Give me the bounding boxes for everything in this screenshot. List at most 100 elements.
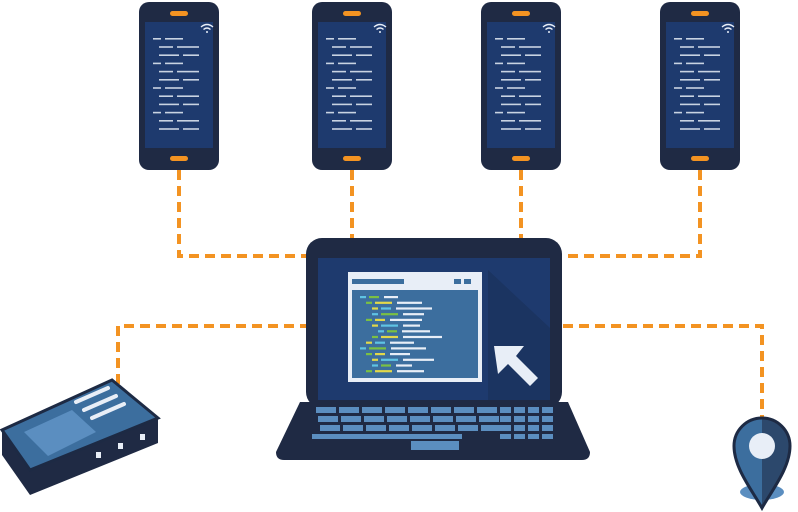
- keyboard-key: [339, 407, 359, 413]
- code-token: [381, 324, 398, 327]
- wifi-icon: [542, 23, 556, 33]
- code-dash: [698, 95, 720, 97]
- keyboard-key: [542, 407, 553, 413]
- code-dash: [326, 38, 334, 40]
- keyboard-key: [477, 407, 497, 413]
- code-dash: [680, 79, 700, 81]
- code-token: [403, 324, 420, 327]
- code-dash: [350, 95, 372, 97]
- wifi-arc: [545, 27, 553, 31]
- laptop-code-lines: [360, 296, 442, 373]
- code-token: [396, 307, 432, 310]
- router-light: [96, 452, 101, 458]
- keyboard-key: [500, 407, 511, 413]
- phone-code-lines: [495, 38, 541, 130]
- smartphone-group: [139, 2, 740, 170]
- code-dash: [332, 70, 346, 73]
- code-dash: [332, 46, 346, 48]
- code-dash: [153, 62, 161, 65]
- code-dash: [356, 103, 372, 106]
- code-token: [403, 335, 442, 339]
- phone-speaker: [512, 11, 530, 16]
- keyboard-key: [528, 434, 539, 439]
- router-top-edge: [0, 378, 161, 472]
- code-dash: [680, 70, 694, 73]
- code-dash: [525, 103, 541, 106]
- keyboard-key: [385, 407, 405, 413]
- keyboard-key: [528, 425, 539, 431]
- code-dash: [326, 87, 334, 89]
- code-dash: [153, 38, 161, 40]
- code-token: [372, 364, 378, 367]
- phone-code-lines: [326, 38, 372, 130]
- code-token: [381, 364, 391, 367]
- code-token: [396, 364, 412, 367]
- keyboard-key: [542, 425, 553, 431]
- code-dash: [338, 87, 356, 89]
- code-window-body: [352, 290, 478, 378]
- code-dash: [495, 62, 503, 65]
- wifi-dot: [548, 31, 550, 33]
- code-dash: [495, 111, 503, 114]
- router-vent: [82, 394, 118, 412]
- code-dash: [507, 62, 525, 65]
- code-token: [372, 335, 378, 339]
- code-dash: [356, 79, 372, 81]
- code-dash: [159, 79, 179, 81]
- code-dash: [686, 62, 704, 65]
- router-vent-lines: [74, 386, 126, 420]
- keyboard-key: [456, 416, 476, 422]
- code-token: [366, 341, 372, 344]
- code-dash: [525, 79, 541, 81]
- keyboard-key: [514, 407, 525, 413]
- code-dash: [159, 95, 173, 97]
- phone-home-button: [512, 156, 530, 161]
- wifi-dot: [727, 31, 729, 33]
- keyboard-key: [366, 425, 386, 431]
- keyboard-key: [481, 425, 501, 431]
- code-dash: [501, 95, 515, 97]
- keyboard-key: [408, 407, 428, 413]
- router-panel: [24, 410, 96, 456]
- code-dash: [356, 128, 372, 130]
- phone-speaker: [343, 11, 361, 16]
- code-dash: [177, 46, 199, 48]
- code-token: [397, 301, 422, 304]
- code-dash: [350, 70, 372, 73]
- connection-router: [116, 324, 306, 384]
- code-token: [369, 296, 379, 299]
- code-token: [366, 301, 372, 304]
- phone-home-button: [170, 156, 188, 161]
- code-token: [381, 358, 398, 361]
- code-dash: [501, 46, 515, 48]
- code-dash: [680, 54, 700, 56]
- router-lights: [96, 434, 145, 458]
- keyboard-key: [435, 425, 455, 431]
- connection-lines: [116, 170, 764, 422]
- code-dash: [680, 128, 700, 130]
- code-dash: [495, 38, 503, 40]
- code-dash: [159, 128, 179, 130]
- code-token: [369, 347, 386, 350]
- code-dash: [165, 87, 183, 89]
- code-dash: [507, 38, 525, 40]
- phone-code-lines: [153, 38, 199, 130]
- router-side: [2, 430, 30, 495]
- code-dash: [680, 120, 694, 122]
- code-dash: [686, 87, 704, 89]
- code-dash: [525, 54, 541, 56]
- code-token: [387, 330, 397, 333]
- code-dash: [165, 38, 183, 40]
- keyboard-key: [542, 416, 553, 422]
- code-dash: [153, 111, 161, 114]
- code-dash: [159, 54, 179, 56]
- wifi-arc: [203, 27, 211, 31]
- connection-location: [563, 324, 764, 422]
- code-dash: [332, 103, 352, 106]
- keyboard-key: [316, 407, 336, 413]
- code-dash: [519, 46, 541, 48]
- code-dash: [159, 120, 173, 122]
- window-controls: [454, 279, 471, 284]
- code-dash: [165, 62, 183, 65]
- wifi-arc: [200, 23, 214, 28]
